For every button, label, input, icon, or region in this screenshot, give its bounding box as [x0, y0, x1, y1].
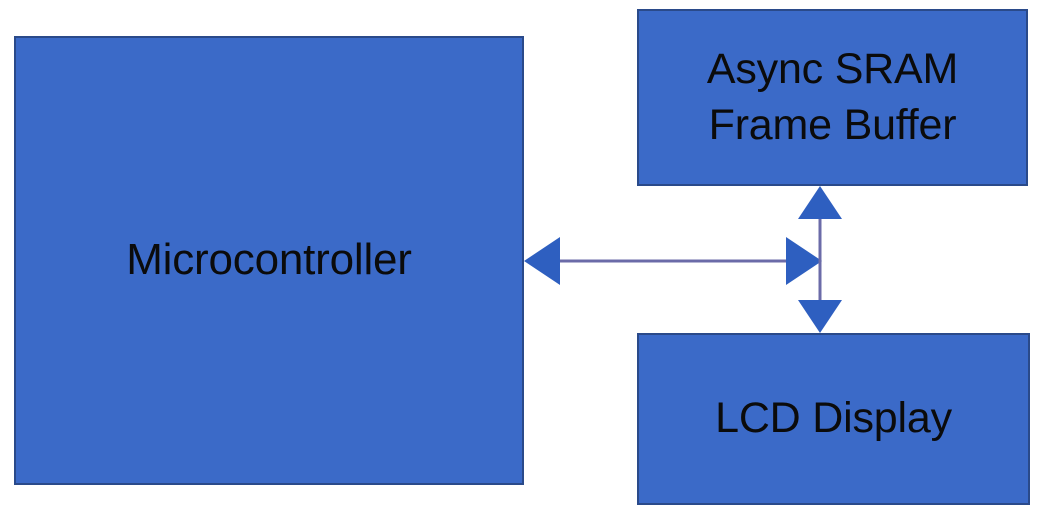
arrowhead-left-icon — [524, 237, 560, 285]
connector-microcontroller-bus[interactable] — [524, 237, 822, 285]
connector-sram-lcd[interactable] — [798, 186, 842, 333]
arrowhead-up-icon — [798, 186, 842, 219]
block-microcontroller[interactable]: Microcontroller — [14, 36, 524, 485]
block-lcd-display[interactable]: LCD Display — [637, 333, 1030, 505]
arrowhead-right-icon — [786, 237, 822, 285]
block-async-sram-label-line-1: Async SRAM — [706, 45, 959, 94]
arrowhead-down-icon — [798, 300, 842, 333]
block-async-sram-frame-buffer[interactable]: Async SRAM Frame Buffer — [637, 9, 1028, 186]
block-microcontroller-label-line-1: Microcontroller — [126, 235, 412, 285]
block-lcd-display-label-line-1: LCD Display — [715, 394, 952, 443]
block-async-sram-label-line-2: Frame Buffer — [708, 100, 957, 149]
